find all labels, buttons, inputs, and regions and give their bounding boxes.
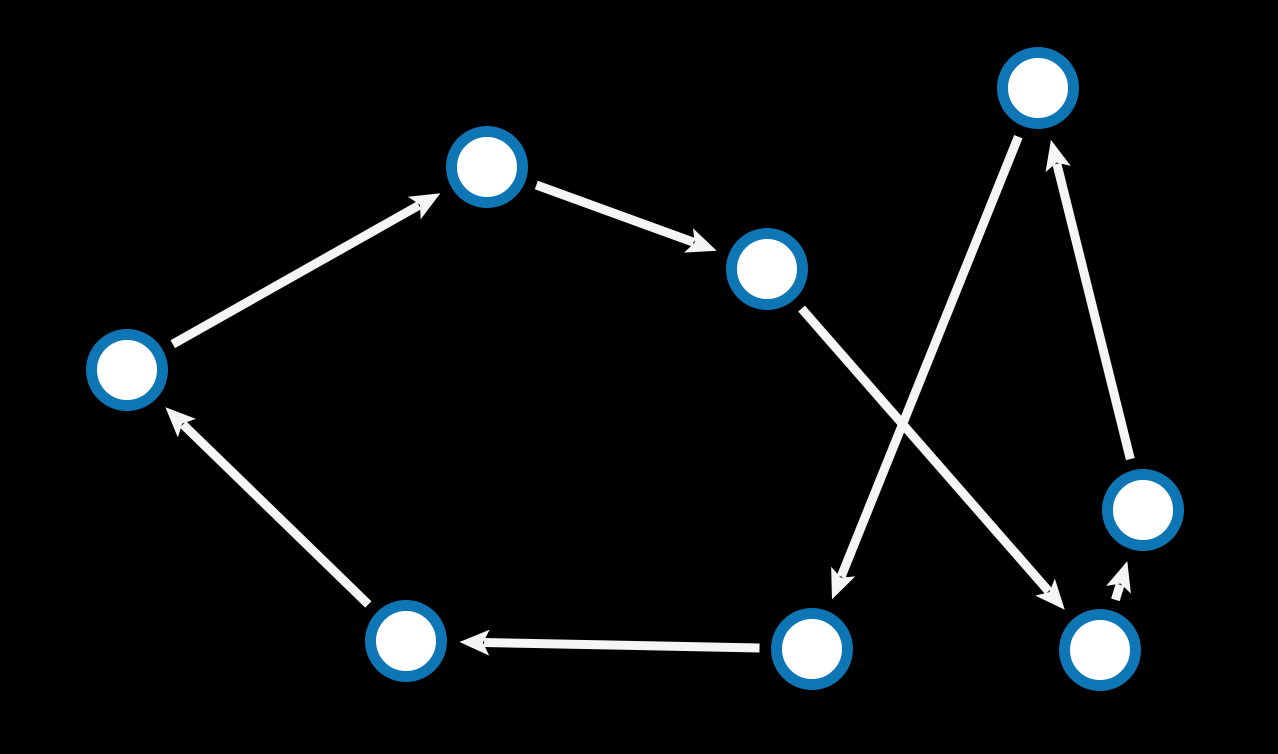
graph-edge[interactable] <box>534 180 717 253</box>
edge-arrowhead-icon <box>831 566 856 600</box>
graph-edge[interactable] <box>170 193 441 349</box>
edge-arrowhead-icon <box>459 629 490 656</box>
graph-edge[interactable] <box>165 407 372 608</box>
graph-node[interactable] <box>86 329 168 411</box>
edge-line <box>1052 162 1135 461</box>
node-circle <box>86 329 168 411</box>
node-circle <box>365 600 447 682</box>
node-circle <box>997 47 1079 129</box>
edge-line <box>483 638 760 653</box>
edge-arrowhead-icon <box>684 228 717 253</box>
edge-arrowhead-icon <box>1035 578 1065 610</box>
graph-edge[interactable] <box>1045 139 1135 461</box>
graph-node[interactable] <box>365 600 447 682</box>
node-circle <box>726 228 808 310</box>
graph-node[interactable] <box>446 126 528 208</box>
edge-arrowhead-icon <box>1045 139 1071 173</box>
edge-line <box>837 135 1023 579</box>
edge-arrowhead-icon <box>1106 561 1131 594</box>
node-layer <box>86 47 1184 691</box>
edge-line <box>1111 583 1125 602</box>
graph-edge[interactable] <box>1106 561 1131 602</box>
edge-line <box>179 421 372 608</box>
graph-node[interactable] <box>997 47 1079 129</box>
graph-edge[interactable] <box>831 135 1023 600</box>
graph-node[interactable] <box>771 608 853 690</box>
graph-node[interactable] <box>726 228 808 310</box>
edge-line <box>170 201 422 349</box>
edge-layer <box>165 135 1135 656</box>
node-circle <box>771 608 853 690</box>
node-circle <box>1102 469 1184 551</box>
node-circle <box>1059 609 1141 691</box>
edge-line <box>798 305 1052 595</box>
edge-arrowhead-icon <box>165 407 196 438</box>
node-circle <box>446 126 528 208</box>
graph-edge[interactable] <box>798 305 1065 610</box>
graph-edge[interactable] <box>459 629 760 656</box>
graph-node[interactable] <box>1102 469 1184 551</box>
edge-line <box>534 180 696 247</box>
edge-arrowhead-icon <box>407 193 441 220</box>
graph-node[interactable] <box>1059 609 1141 691</box>
